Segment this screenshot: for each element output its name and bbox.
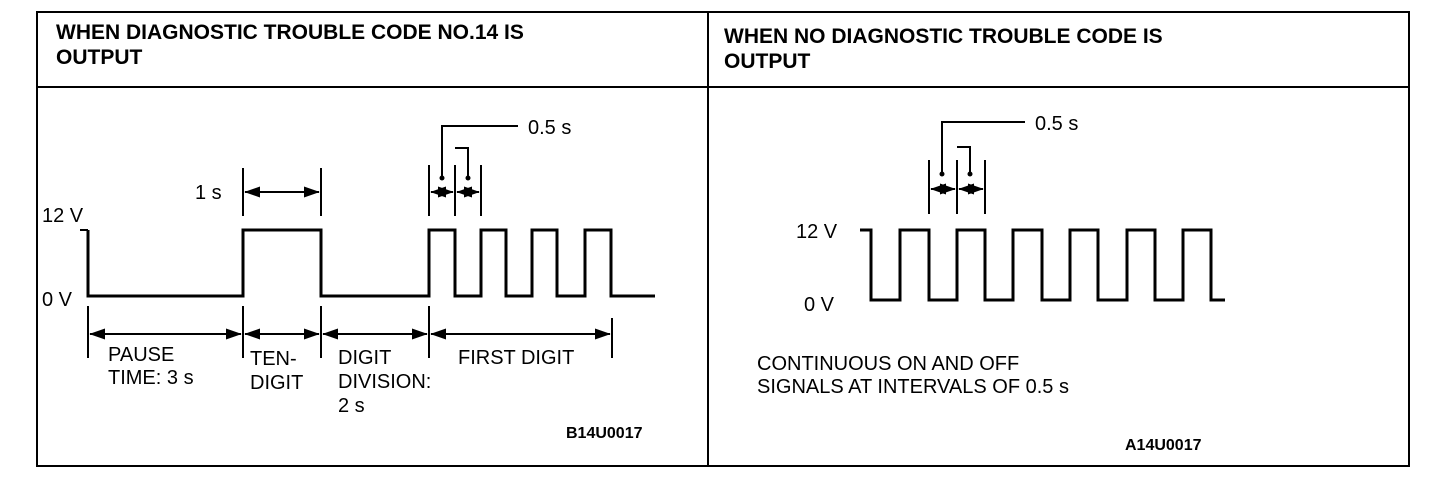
right-figure-code: A14U0017 (1125, 437, 1202, 454)
segment-division-label-3: 2 s (338, 395, 365, 417)
right-half-s-dimension (928, 121, 1025, 214)
left-1s-dimension (242, 168, 322, 216)
left-header-line-1: WHEN DIAGNOSTIC TROUBLE CODE NO.14 IS (56, 21, 524, 44)
segment-pause-label-1: PAUSE (108, 344, 174, 366)
left-figure-code: B14U0017 (566, 425, 643, 442)
right-panel: 12 V 0 V 0.5 s CONTINUOUS ON AND OFF SIG… (757, 113, 1225, 454)
left-panel: 12 V 0 V 1 s 0.5 s PAUSE TIME: 3 s TEN- … (42, 117, 655, 442)
right-voltage-high-label: 12 V (796, 221, 838, 243)
right-caption-line-1: CONTINUOUS ON AND OFF (757, 353, 1019, 375)
right-half-s-label: 0.5 s (1035, 113, 1078, 135)
segment-pause-label-2: TIME: 3 s (108, 367, 194, 389)
left-segment-dimensions (87, 306, 613, 358)
segment-first-digit-label: FIRST DIGIT (458, 347, 574, 369)
left-header-line-2: OUTPUT (56, 46, 143, 69)
right-voltage-low-label: 0 V (804, 294, 835, 316)
right-header-line-1: WHEN NO DIAGNOSTIC TROUBLE CODE IS (724, 25, 1163, 48)
left-voltage-high-label: 12 V (42, 205, 84, 227)
right-waveform (860, 228, 1225, 302)
left-half-s-dimension (428, 125, 518, 216)
right-header-line-2: OUTPUT (724, 50, 811, 73)
right-caption-line-2: SIGNALS AT INTERVALS OF 0.5 s (757, 376, 1069, 398)
left-1s-label: 1 s (195, 182, 222, 204)
segment-ten-label-2: DIGIT (250, 372, 303, 394)
segment-division-label-2: DIVISION: (338, 371, 431, 393)
table-frame (36, 11, 1410, 467)
left-panel-header: WHEN DIAGNOSTIC TROUBLE CODE NO.14 IS OU… (56, 20, 524, 70)
left-waveform (86, 228, 655, 298)
right-panel-header: WHEN NO DIAGNOSTIC TROUBLE CODE IS OUTPU… (724, 24, 1163, 74)
left-half-s-label: 0.5 s (528, 117, 571, 139)
segment-division-label-1: DIGIT (338, 347, 391, 369)
left-voltage-low-label: 0 V (42, 289, 73, 311)
segment-ten-label-1: TEN- (250, 348, 297, 370)
